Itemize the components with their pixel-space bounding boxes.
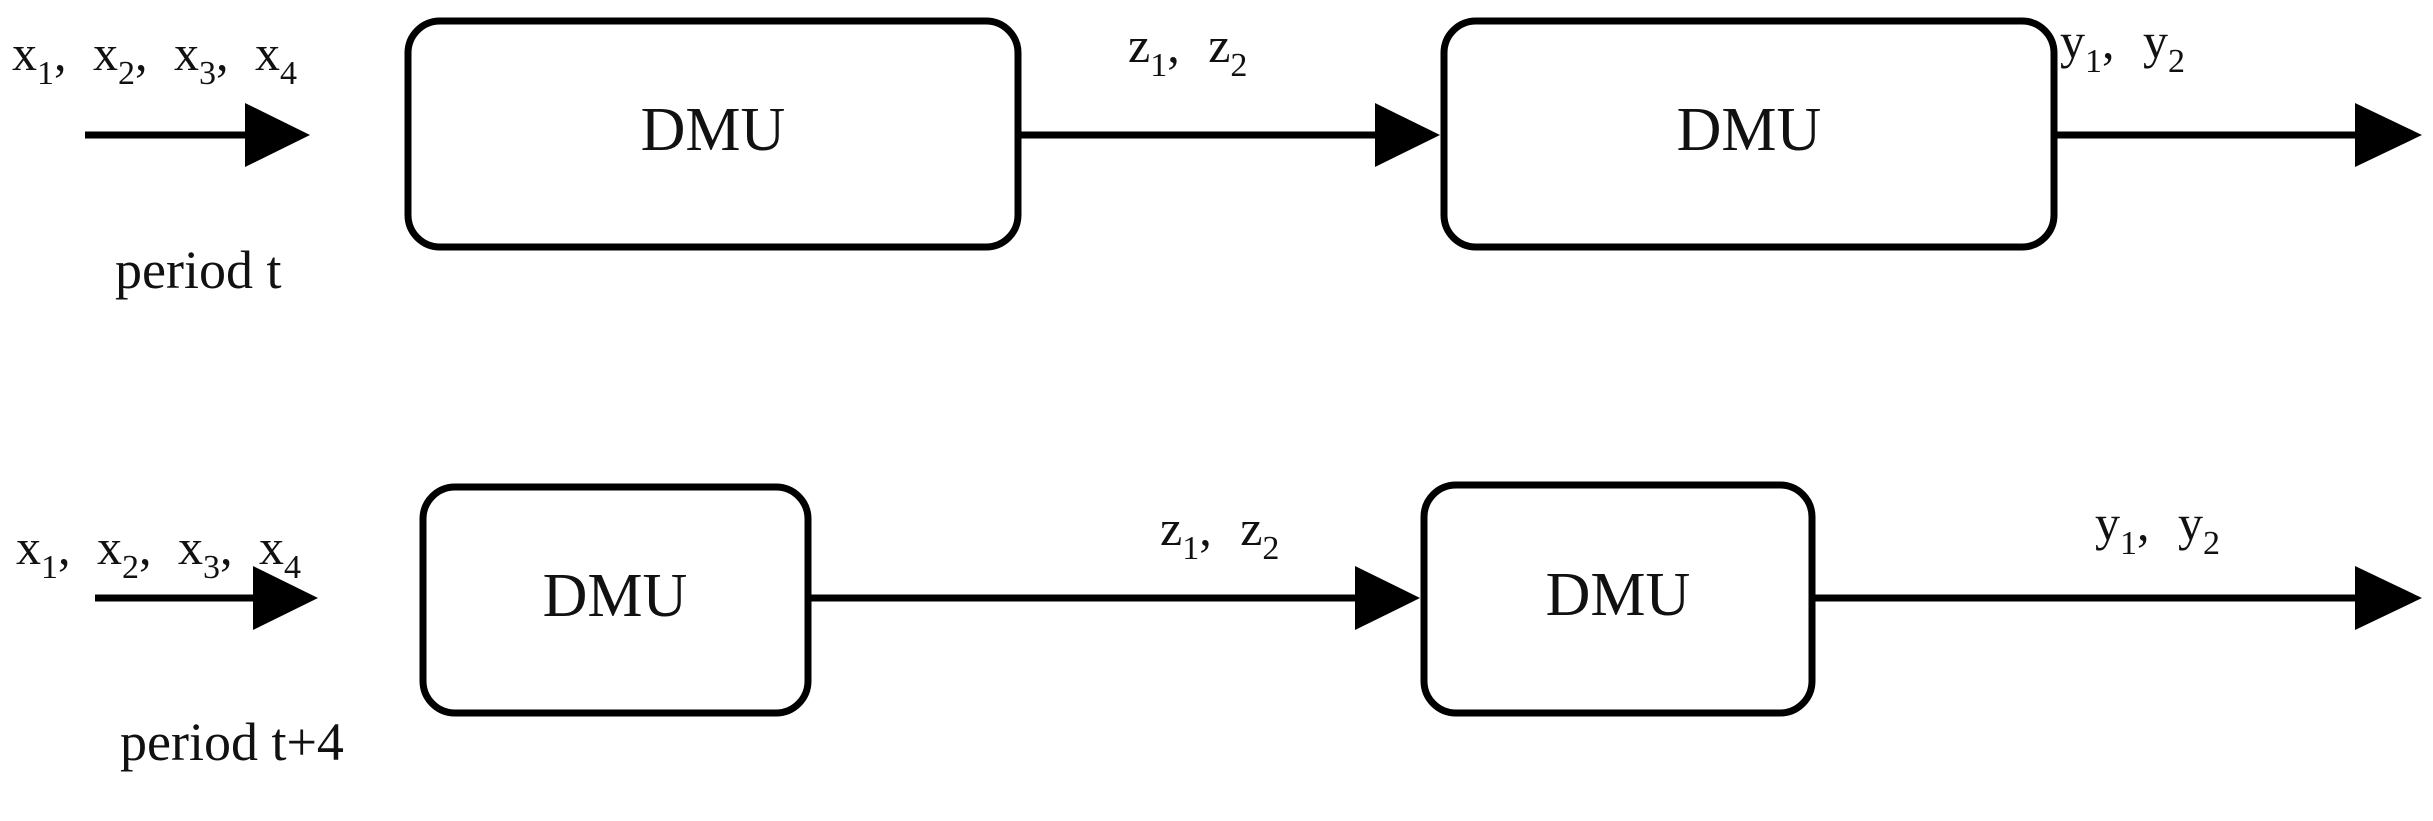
intermediate-label-row-t4: z1, z2 [1160,500,1279,567]
intermediate-label-row-t: z1, z2 [1128,17,1247,84]
dmu-box-stage2-row-t4-label: DMU [1546,561,1691,629]
inputs-label-row-t4: x1, x2, x3, x4 [16,519,301,586]
row-period-t: x1, x2, x3, x4 DMU z1, z2 [12,13,2422,300]
row-period-t-plus-4: x1, x2, x3, x4 DMU z1, z2 [16,481,2422,772]
intermediate-arrow-row-t [1018,103,1440,167]
arrow-head-icon [245,103,310,167]
dmu-box-stage1-row-t4-label: DMU [543,562,688,630]
input-arrow-row-t [85,103,310,167]
arrow-head-icon [253,566,318,630]
dmu-box-stage2-row-t-label: DMU [1677,96,1822,164]
arrow-head-icon [1375,103,1440,167]
inputs-label-row-t: x1, x2, x3, x4 [12,25,297,92]
dmu-box-stage2-row-t[interactable]: DMU [1440,17,2058,251]
arrow-head-icon [2355,566,2422,630]
dmu-box-stage2-row-t4[interactable]: DMU [1420,481,1816,717]
intermediate-arrow-row-t4 [808,566,1420,630]
arrow-head-icon [2355,103,2422,167]
dmu-box-stage1-row-t-label: DMU [641,96,786,164]
period-label-row-t: period t [115,240,281,300]
arrow-head-icon [1355,566,1420,630]
output-arrow-row-t4 [1812,566,2422,630]
outputs-label-row-t4: y1, y2 [2095,495,2220,562]
period-label-row-t4: period t+4 [120,712,344,772]
dmu-box-stage1-row-t[interactable]: DMU [404,17,1022,251]
output-arrow-row-t [2054,103,2422,167]
outputs-label-row-t: y1, y2 [2060,13,2185,80]
input-arrow-row-t4 [95,566,318,630]
dmu-box-stage1-row-t4[interactable]: DMU [419,483,812,717]
